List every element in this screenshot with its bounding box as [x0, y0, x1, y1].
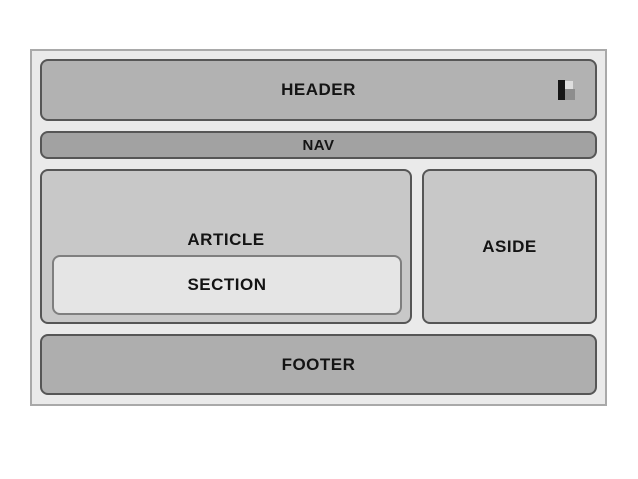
image-placeholder-icon-light-square	[565, 81, 573, 89]
section-block: SECTION	[52, 255, 402, 315]
article-label: ARTICLE	[187, 230, 265, 249]
article-block: ARTICLE SECTION	[40, 169, 412, 324]
nav-label: NAV	[302, 136, 335, 154]
footer-label: FOOTER	[281, 354, 356, 374]
header-block: HEADER	[40, 59, 597, 121]
layout-frame: HEADER NAV ARTICLE SECTION ASIDE FOOTER	[30, 49, 607, 406]
nav-block: NAV	[40, 131, 597, 159]
image-placeholder-icon	[558, 80, 575, 100]
image-placeholder-icon-bar	[558, 80, 565, 100]
section-label: SECTION	[187, 275, 267, 294]
aside-label: ASIDE	[482, 236, 537, 256]
footer-block: FOOTER	[40, 334, 597, 395]
header-label: HEADER	[281, 80, 356, 99]
image-placeholder-icon-gray-square	[565, 89, 575, 100]
aside-block: ASIDE	[422, 169, 597, 324]
